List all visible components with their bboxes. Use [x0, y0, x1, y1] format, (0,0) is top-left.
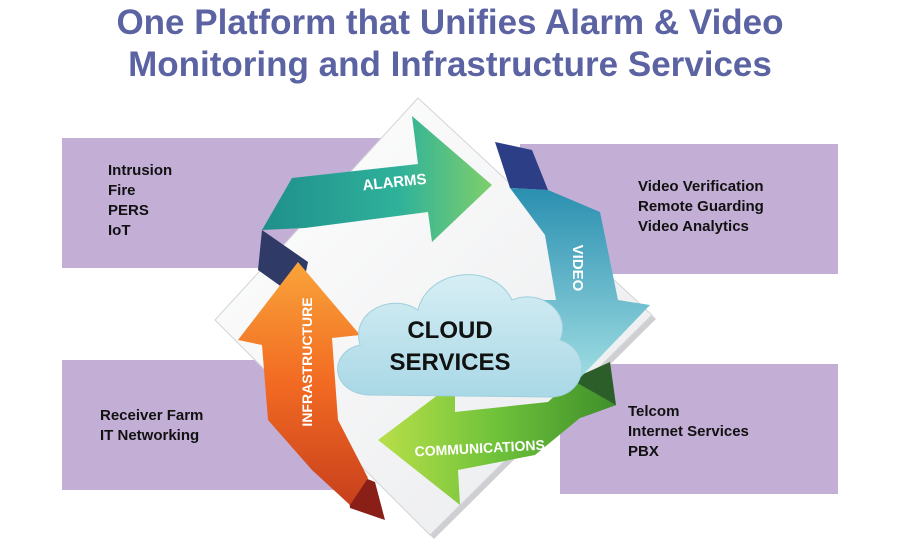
infrastructure-arrow[interactable]: INFRASTRUCTURE	[238, 262, 368, 505]
list-item: IoT	[108, 222, 131, 239]
list-item: PBX	[628, 443, 659, 460]
page-title: One Platform that Unifies Alarm & Video …	[0, 2, 900, 86]
title-line-1: One Platform that Unifies Alarm & Video	[116, 3, 784, 42]
communications-arrow[interactable]: COMMUNICATIONS	[378, 380, 616, 505]
alarms-arrow[interactable]: ALARMS	[262, 116, 492, 242]
list-item: Internet Services	[628, 423, 749, 440]
list-item: Remote Guarding	[638, 198, 764, 215]
alarms-arrow-label: ALARMS	[362, 171, 428, 195]
video-arrow[interactable]: VIDEO	[510, 188, 650, 380]
cloud-icon	[337, 274, 583, 398]
video-services-list: Video Verification Remote Guarding Video…	[638, 177, 764, 237]
list-item: Video Verification	[638, 178, 764, 195]
list-item: IT Networking	[100, 427, 200, 444]
communications-arrow-label: COMMUNICATIONS	[414, 437, 545, 460]
cloud-label-line-1: CLOUD	[407, 317, 492, 344]
alarms-services-list: Intrusion Fire PERS IoT	[108, 161, 172, 241]
infrastructure-services-list: Receiver Farm IT Networking	[100, 406, 203, 446]
list-item: Intrusion	[108, 162, 173, 179]
ribbon-fold-top-right	[495, 142, 548, 190]
list-item: PERS	[108, 202, 149, 219]
list-item: Receiver Farm	[100, 407, 204, 424]
list-item: Fire	[108, 182, 136, 199]
list-item: Video Analytics	[638, 218, 749, 235]
video-arrow-label: VIDEO	[569, 245, 586, 292]
cloud-label-line-2: SERVICES	[390, 349, 511, 376]
communications-services-list: Telcom Internet Services PBX	[628, 402, 749, 462]
title-line-2: Monitoring and Infrastructure Services	[128, 45, 772, 84]
infrastructure-arrow-label: INFRASTRUCTURE	[299, 297, 315, 426]
list-item: Telcom	[628, 403, 680, 420]
